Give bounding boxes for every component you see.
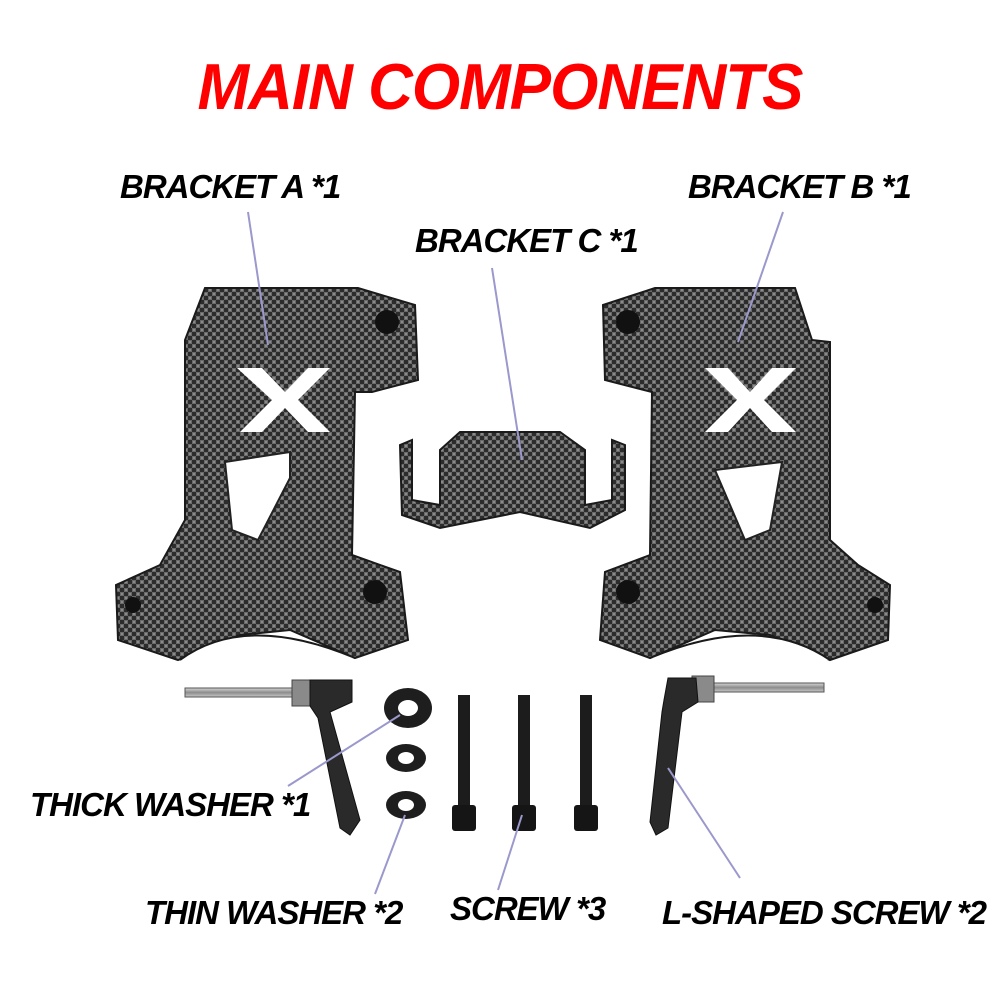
page-title: MAIN COMPONENTS — [197, 51, 804, 124]
label-l-shaped-screw: L-SHAPED SCREW *2 — [662, 894, 987, 931]
bolt-hole-icon — [616, 310, 640, 334]
label-thin-washer: THIN WASHER *2 — [145, 894, 403, 931]
thin-washer-part — [386, 744, 426, 819]
bolt-hole-icon — [125, 597, 141, 613]
leader-bracket-c — [491, 267, 523, 461]
bolt-hole-icon — [363, 580, 387, 604]
bolt-hole-icon — [616, 580, 640, 604]
label-bracket-b: BRACKET B *1 — [688, 168, 912, 205]
screw-part — [452, 695, 598, 831]
leader-thin-washer — [374, 814, 406, 895]
leader-l-shaped-screw — [667, 767, 741, 879]
bracket-c-part — [398, 431, 626, 530]
leader-bracket-a — [247, 211, 269, 346]
bolt-hole-icon — [375, 310, 399, 334]
label-screw: SCREW *3 — [450, 890, 606, 927]
l-shaped-screw-left-part — [184, 679, 361, 836]
leader-thick-washer — [287, 714, 401, 787]
leader-lines — [247, 211, 784, 895]
bracket-b-part — [598, 287, 892, 662]
leader-screw — [497, 814, 523, 891]
l-shaped-screw-right-part — [649, 675, 825, 836]
thick-washer-part — [384, 688, 432, 728]
leader-bracket-b — [737, 211, 784, 343]
label-bracket-c: BRACKET C *1 — [415, 222, 639, 259]
label-bracket-a: BRACKET A *1 — [120, 168, 341, 205]
bolt-hole-icon — [867, 597, 883, 613]
label-thick-washer: THICK WASHER *1 — [30, 786, 311, 823]
bracket-a-part — [114, 287, 420, 662]
